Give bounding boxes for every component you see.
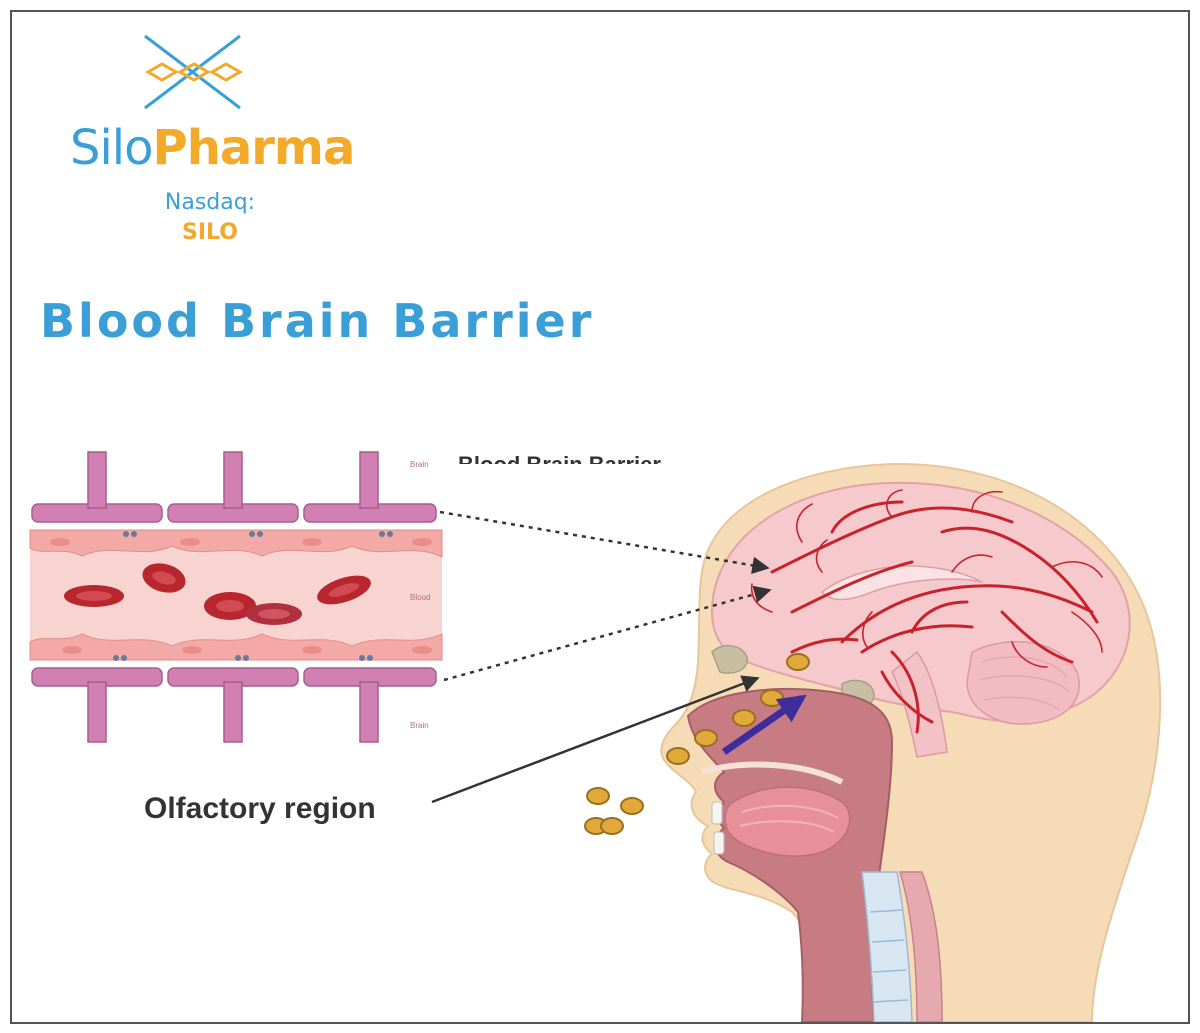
olfactory-pointer (431, 675, 760, 804)
dotted-arrow-bottom (443, 585, 772, 682)
brand-wordmark: SiloPharma (70, 120, 356, 176)
slide-title: Blood Brain Barrier (40, 294, 595, 348)
top-membrane (31, 451, 437, 523)
brain-arteries (770, 500, 1099, 734)
bbb-diagram: Blood Brain Barrier (29, 440, 1162, 1022)
brand-pharma: Pharma (152, 120, 356, 176)
vessel-inset: Blood Brain Barrier (29, 440, 661, 760)
star-cross-logo-icon (144, 34, 244, 110)
label-blood: Blood (410, 593, 430, 602)
bottom-membrane (31, 667, 437, 743)
brainstem (891, 650, 948, 758)
red-blood-cell (246, 603, 302, 625)
brand-silo: Silo (70, 120, 154, 176)
label-brain-top: Brain (410, 460, 429, 469)
silopharma-logo: SiloPharma Nasdaq: SILO (40, 30, 355, 250)
esophagus (898, 871, 943, 1022)
red-blood-cell (317, 575, 371, 605)
red-blood-cell (142, 563, 186, 593)
red-blood-cell (204, 592, 256, 620)
red-blood-cell (64, 585, 124, 607)
particle (694, 729, 718, 747)
particle (786, 653, 810, 671)
particle (600, 817, 624, 835)
particle (586, 787, 610, 805)
svg-text:Blood Brain Barrier: Blood Brain Barrier (458, 452, 661, 477)
particle (620, 797, 644, 815)
dotted-arrow-top (439, 510, 770, 574)
particle (666, 747, 690, 765)
drug-particles (584, 653, 810, 835)
red-blood-cells (64, 563, 371, 625)
sinus-bone (711, 645, 748, 674)
particle (732, 709, 756, 727)
cerebellum (966, 640, 1080, 725)
transport-arrow (722, 694, 807, 755)
exchange-label: Nasdaq: (164, 190, 256, 215)
label-brain-bottom: Brain (410, 721, 429, 730)
lower-teeth (713, 831, 725, 855)
slide-frame: SiloPharma Nasdaq: SILO Blood Brain Barr… (10, 10, 1190, 1024)
olfactory-region-label: Olfactory region (144, 792, 376, 825)
ticker-label: SILO (182, 220, 238, 245)
corpus-callosum (820, 565, 983, 601)
particle (760, 689, 784, 707)
palate (701, 761, 844, 785)
head-illustration (660, 462, 1162, 1022)
inset-caption-cut: Blood Brain Barrier (458, 452, 661, 477)
upper-teeth (711, 801, 723, 825)
